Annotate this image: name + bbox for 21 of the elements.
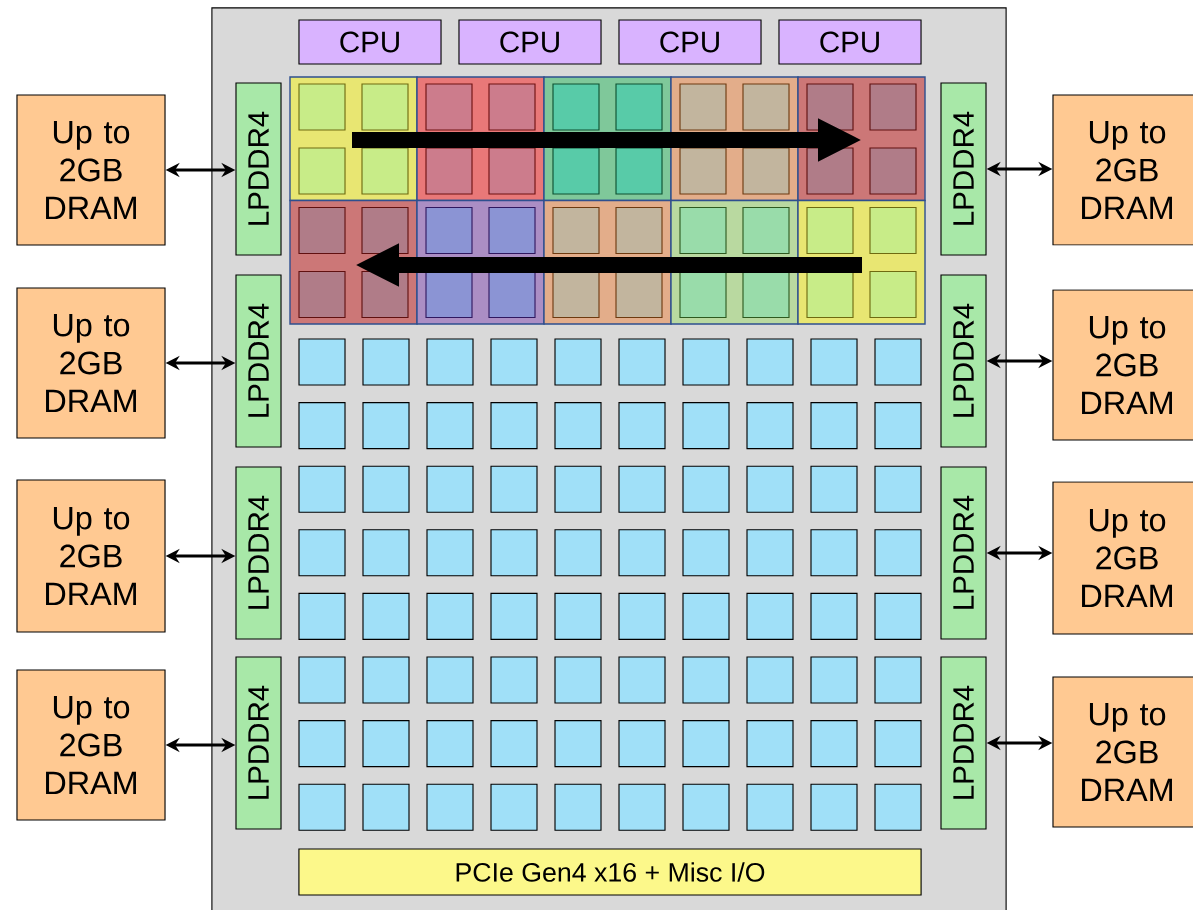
memory-controller-box: LPDDR4 [235, 466, 282, 640]
io-box: PCIe Gen4 x16 + Misc I/O [298, 848, 922, 896]
cpu-box: CPU [298, 19, 442, 65]
memory-controller-box: LPDDR4 [940, 274, 987, 448]
dram-box: Up to 2GB DRAM [1052, 676, 1193, 828]
cpu-box: CPU [618, 19, 762, 65]
memory-controller-box: LPDDR4 [940, 466, 987, 640]
dram-box: Up to 2GB DRAM [16, 669, 166, 821]
memory-controller-box: LPDDR4 [940, 82, 987, 256]
dram-box: Up to 2GB DRAM [1052, 289, 1193, 441]
memory-controller-box: LPDDR4 [940, 656, 987, 830]
dram-box: Up to 2GB DRAM [16, 94, 166, 246]
memory-controller-box: LPDDR4 [235, 274, 282, 448]
dram-box: Up to 2GB DRAM [1052, 481, 1193, 635]
cpu-box: CPU [458, 19, 602, 65]
dram-box: Up to 2GB DRAM [16, 287, 166, 439]
cpu-box: CPU [778, 19, 922, 65]
dram-box: Up to 2GB DRAM [1052, 94, 1193, 246]
memory-controller-box: LPDDR4 [235, 656, 282, 830]
dram-box: Up to 2GB DRAM [16, 479, 166, 633]
memory-controller-box: LPDDR4 [235, 82, 282, 256]
